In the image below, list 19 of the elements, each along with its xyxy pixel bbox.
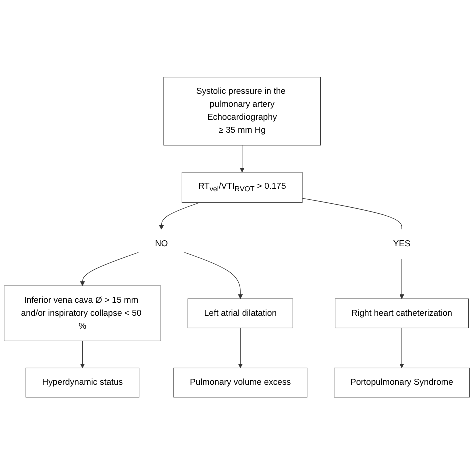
node-box: RT$_{vel}$/VTI$_{RVOT}$ > 0.175: [182, 172, 303, 203]
node-box: Portopulmonary Syndrome: [334, 368, 470, 398]
node-box: Hyperdynamic status: [26, 368, 140, 398]
arrow: [240, 144, 245, 172]
node-box: Left atrial dilatation: [188, 298, 294, 328]
node-text: NO: [155, 239, 168, 248]
node-box: Right heart catheterization: [335, 298, 469, 328]
arrow: [80, 252, 140, 286]
arrow: [238, 328, 244, 368]
arrow: [400, 258, 404, 299]
arrow: [80, 340, 86, 368]
node-box: Systolic pressure in the pulmonary artery Echocardiography ≥ 35 mm Hg: [164, 76, 322, 146]
arrow: [400, 328, 404, 368]
connector: [302, 198, 402, 230]
node-box: Pulmonary volume excess: [174, 368, 308, 398]
node-box: Inferior vena cava Ø > 15 mm and/or inspiratory collapse < 50 %: [4, 285, 162, 342]
arrow: [184, 252, 244, 299]
node-text: YES: [393, 239, 411, 248]
arrow: [159, 202, 200, 230]
